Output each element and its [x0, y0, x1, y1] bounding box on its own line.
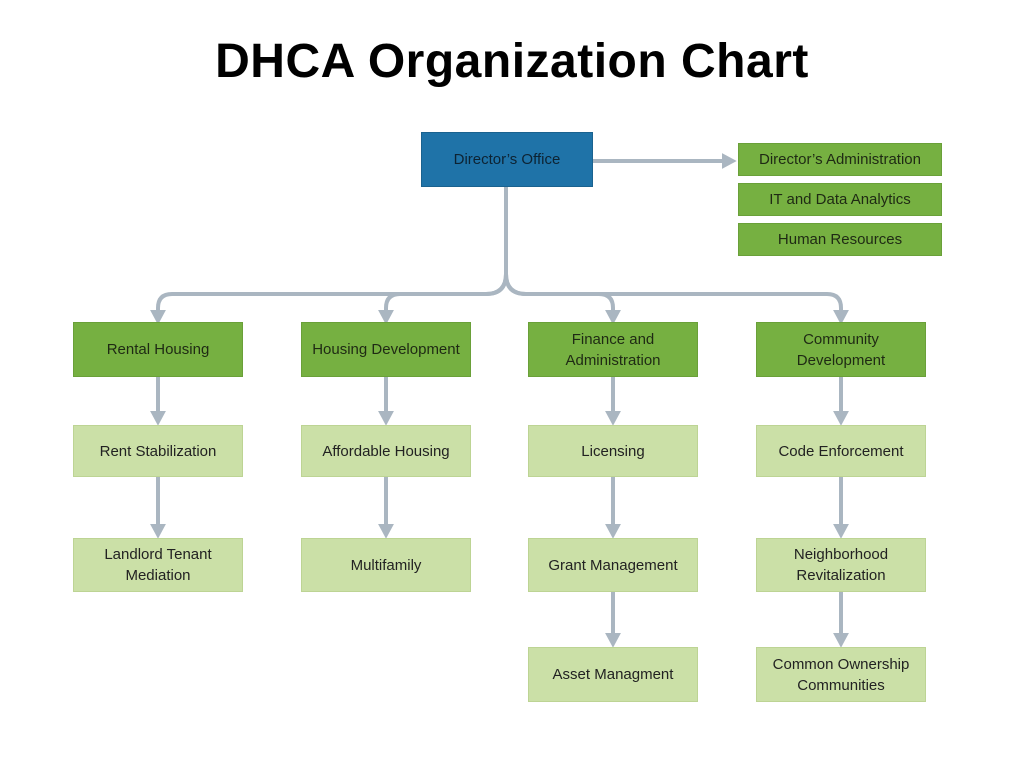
page-title: DHCA Organization Chart	[215, 35, 809, 88]
org-box-rental-housing: Rental Housing	[73, 322, 243, 377]
org-box-it-data-analytics: IT and Data Analytics	[738, 183, 942, 216]
org-box-licensing: Licensing	[528, 425, 698, 477]
org-box-housing-development: Housing Development	[301, 322, 471, 377]
org-box-directors-administration: Director’s Administration	[738, 143, 942, 176]
org-box-rent-stabilization: Rent Stabilization	[73, 425, 243, 477]
org-box-landlord-tenant-mediation: Landlord Tenant Mediation	[73, 538, 243, 592]
org-box-human-resources: Human Resources	[738, 223, 942, 256]
org-box-finance-administration: Finance and Administration	[528, 322, 698, 377]
org-box-affordable-housing: Affordable Housing	[301, 425, 471, 477]
org-box-asset-managment: Asset Managment	[528, 647, 698, 702]
org-box-directors-office: Director’s Office	[421, 132, 593, 187]
org-box-code-enforcement: Code Enforcement	[756, 425, 926, 477]
connector-branch-housing-development	[378, 187, 508, 325]
org-box-grant-management: Grant Management	[528, 538, 698, 592]
org-box-community-development: Community Development	[756, 322, 926, 377]
org-box-neighborhood-revitalization: Neighborhood Revitalization	[756, 538, 926, 592]
org-box-multifamily: Multifamily	[301, 538, 471, 592]
connector-branch-community-development	[504, 187, 849, 325]
org-box-common-ownership-communities: Common Ownership Communities	[756, 647, 926, 702]
